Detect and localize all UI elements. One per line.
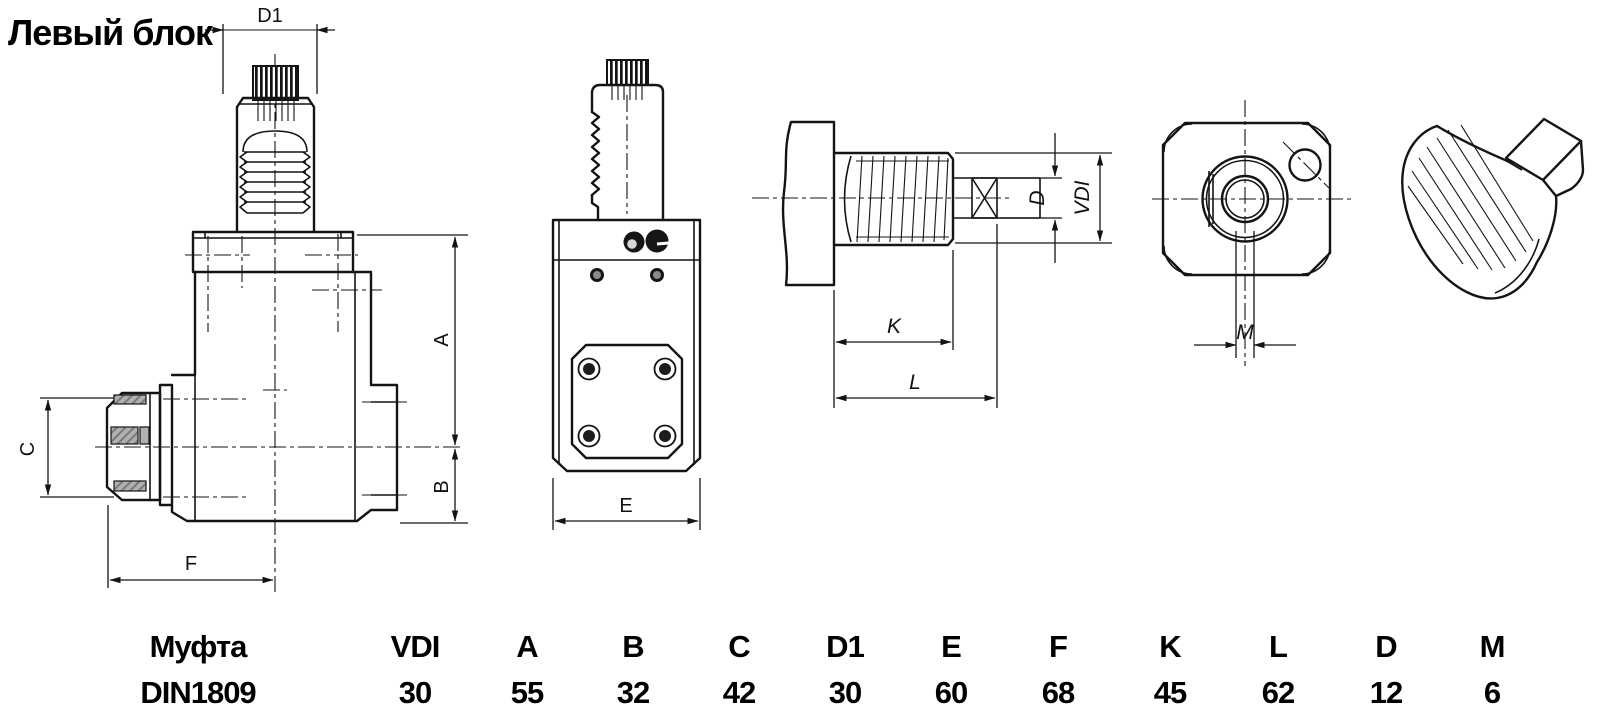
dim-label-l: L xyxy=(909,371,921,394)
dim-a-b: A B xyxy=(357,234,468,524)
drawing-canvas: D1 A B C F xyxy=(17,5,1585,592)
dim-label-a: A xyxy=(431,333,453,347)
square-tang-marking xyxy=(971,177,998,219)
pin-hole xyxy=(650,268,664,282)
shank-detail-drawing: D VDI K L xyxy=(752,120,1112,408)
dim-f: F xyxy=(107,505,274,588)
collet-slots xyxy=(110,394,150,492)
dim-label-b: B xyxy=(431,480,453,493)
isometric-view-drawing xyxy=(1401,117,1585,300)
dim-label-e: E xyxy=(619,495,632,517)
dim-e: E xyxy=(552,478,701,530)
dim-d-vdi: D VDI xyxy=(955,133,1112,263)
flange-view-drawing: M xyxy=(1152,100,1352,366)
pin-hole xyxy=(590,268,604,282)
page-title: Левый блок xyxy=(8,12,213,53)
dim-k-l: K L xyxy=(833,224,998,408)
serration-grooves xyxy=(1407,124,1534,271)
front-view-drawing: E xyxy=(551,59,702,530)
index-pin-hole xyxy=(1288,148,1322,182)
dim-label-k: K xyxy=(887,315,902,338)
mounting-screws xyxy=(577,357,677,448)
knurl-grip xyxy=(252,65,299,101)
dim-d1: D1 xyxy=(205,5,335,94)
side-view-drawing: D1 A B C F xyxy=(17,5,468,592)
dim-m: M xyxy=(1194,231,1296,358)
dim-label-m: M xyxy=(1236,321,1254,344)
dim-label-c: C xyxy=(17,442,39,456)
adjuster-screws xyxy=(623,229,670,253)
dim-label-d: D xyxy=(1026,190,1049,205)
dim-c: C xyxy=(17,397,114,498)
dim-label-f: F xyxy=(185,553,197,575)
knurl-grip-front xyxy=(606,59,649,86)
dim-label-d1: D1 xyxy=(257,5,283,27)
dim-label-vdi: VDI xyxy=(1071,180,1094,215)
